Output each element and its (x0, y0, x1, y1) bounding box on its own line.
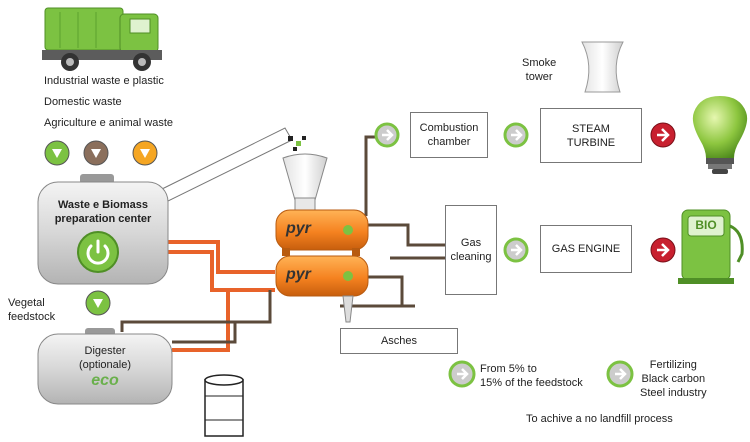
oil-barrel-icon (204, 374, 244, 437)
eco-logo: eco (91, 372, 119, 389)
combustion-line1: Combustion (419, 122, 479, 134)
feedstock-note: From 5% to 15% of the feedstock (480, 362, 583, 390)
gas-engine-box: GAS ENGINE (540, 225, 632, 273)
vegetal-line2: feedstock (8, 311, 56, 323)
light-bulb-icon (692, 96, 748, 174)
outputs-line1: Fertilizing (649, 359, 697, 371)
digester-tank (37, 328, 173, 405)
steam-turbine-line1: STEAM (572, 122, 610, 135)
pyrolysis-unit-top (275, 209, 369, 256)
outputs-line2: Black carbon (641, 373, 706, 385)
gas-cleaning-line1: Gas (460, 237, 482, 249)
feed-hopper (282, 153, 328, 213)
arrow-to-bulb-icon (650, 122, 676, 148)
combustion-chamber-box: Combustion chamber (410, 112, 488, 158)
vegetal-feedstock-label: Vegetal feedstock (8, 296, 55, 324)
arrow-to-bio-pump-icon (650, 237, 676, 263)
feedstock-note-line2: 15% of the feedstock (480, 377, 583, 389)
source-industrial-label: Industrial waste e plastic (44, 75, 164, 87)
pyro-logo-top: pyr (286, 220, 311, 237)
arrow-to-turbine-icon (503, 122, 529, 148)
pyro-logo-bottom: pyr (286, 266, 311, 283)
preparation-center-line1: Waste e Biomass (57, 199, 149, 211)
agriculture-down-arrow-icon (132, 140, 158, 166)
digester-line2: (optionale) (79, 359, 131, 371)
garbage-truck-icon (42, 7, 162, 71)
feedstock-note-line1: From 5% to (480, 363, 537, 375)
outputs-line3: Steel industry (640, 387, 707, 399)
combustion-line2: chamber (427, 136, 471, 148)
source-agricultural-label: Agriculture e animal waste (44, 117, 174, 129)
arrow-to-gas-engine-icon (503, 237, 529, 263)
digester-label: Digester (optionale) eco (38, 344, 172, 390)
digester-line1: Digester (84, 345, 126, 357)
source-domestic-label: Domestic waste (44, 96, 122, 108)
smoke-tower-line1: Smoke (522, 57, 557, 69)
bio-label: BIO (695, 218, 717, 232)
pyro-logo-dot-bottom (343, 271, 353, 281)
preparation-center-tank (37, 174, 169, 285)
pyro-logo-dot-top (343, 225, 353, 235)
vegetal-down-arrow-icon (85, 290, 111, 316)
arrow-outputs-icon (606, 360, 634, 388)
asches-box: Asches (340, 328, 458, 354)
smoke-tower-label: Smoke tower (522, 56, 556, 84)
industrial-down-arrow-icon (44, 140, 70, 166)
footer-note: To achive a no landfill process (526, 413, 673, 425)
preparation-center-label: Waste e Biomass preparation center (44, 198, 162, 226)
pyrolysis-unit-bottom (275, 255, 369, 323)
domestic-down-arrow-icon (83, 140, 109, 166)
vegetal-line1: Vegetal (8, 297, 45, 309)
gas-cleaning-line2: cleaning (450, 251, 492, 263)
gas-cleaning-box: Gas cleaning (445, 205, 497, 295)
smoke-tower-line2: tower (525, 71, 553, 83)
outputs-list: Fertilizing Black carbon Steel industry (640, 358, 707, 400)
smoke-tower-icon (581, 41, 624, 93)
steam-turbine-box: STEAM TURBINE (540, 108, 642, 163)
conveyor-belt (159, 127, 306, 206)
steam-turbine-line2: TURBINE (566, 136, 616, 149)
preparation-center-line2: preparation center (54, 213, 152, 225)
arrow-feedstock-note-icon (448, 360, 476, 388)
bio-fuel-pump-icon (678, 209, 744, 284)
arrow-to-combustion-icon (374, 122, 400, 148)
